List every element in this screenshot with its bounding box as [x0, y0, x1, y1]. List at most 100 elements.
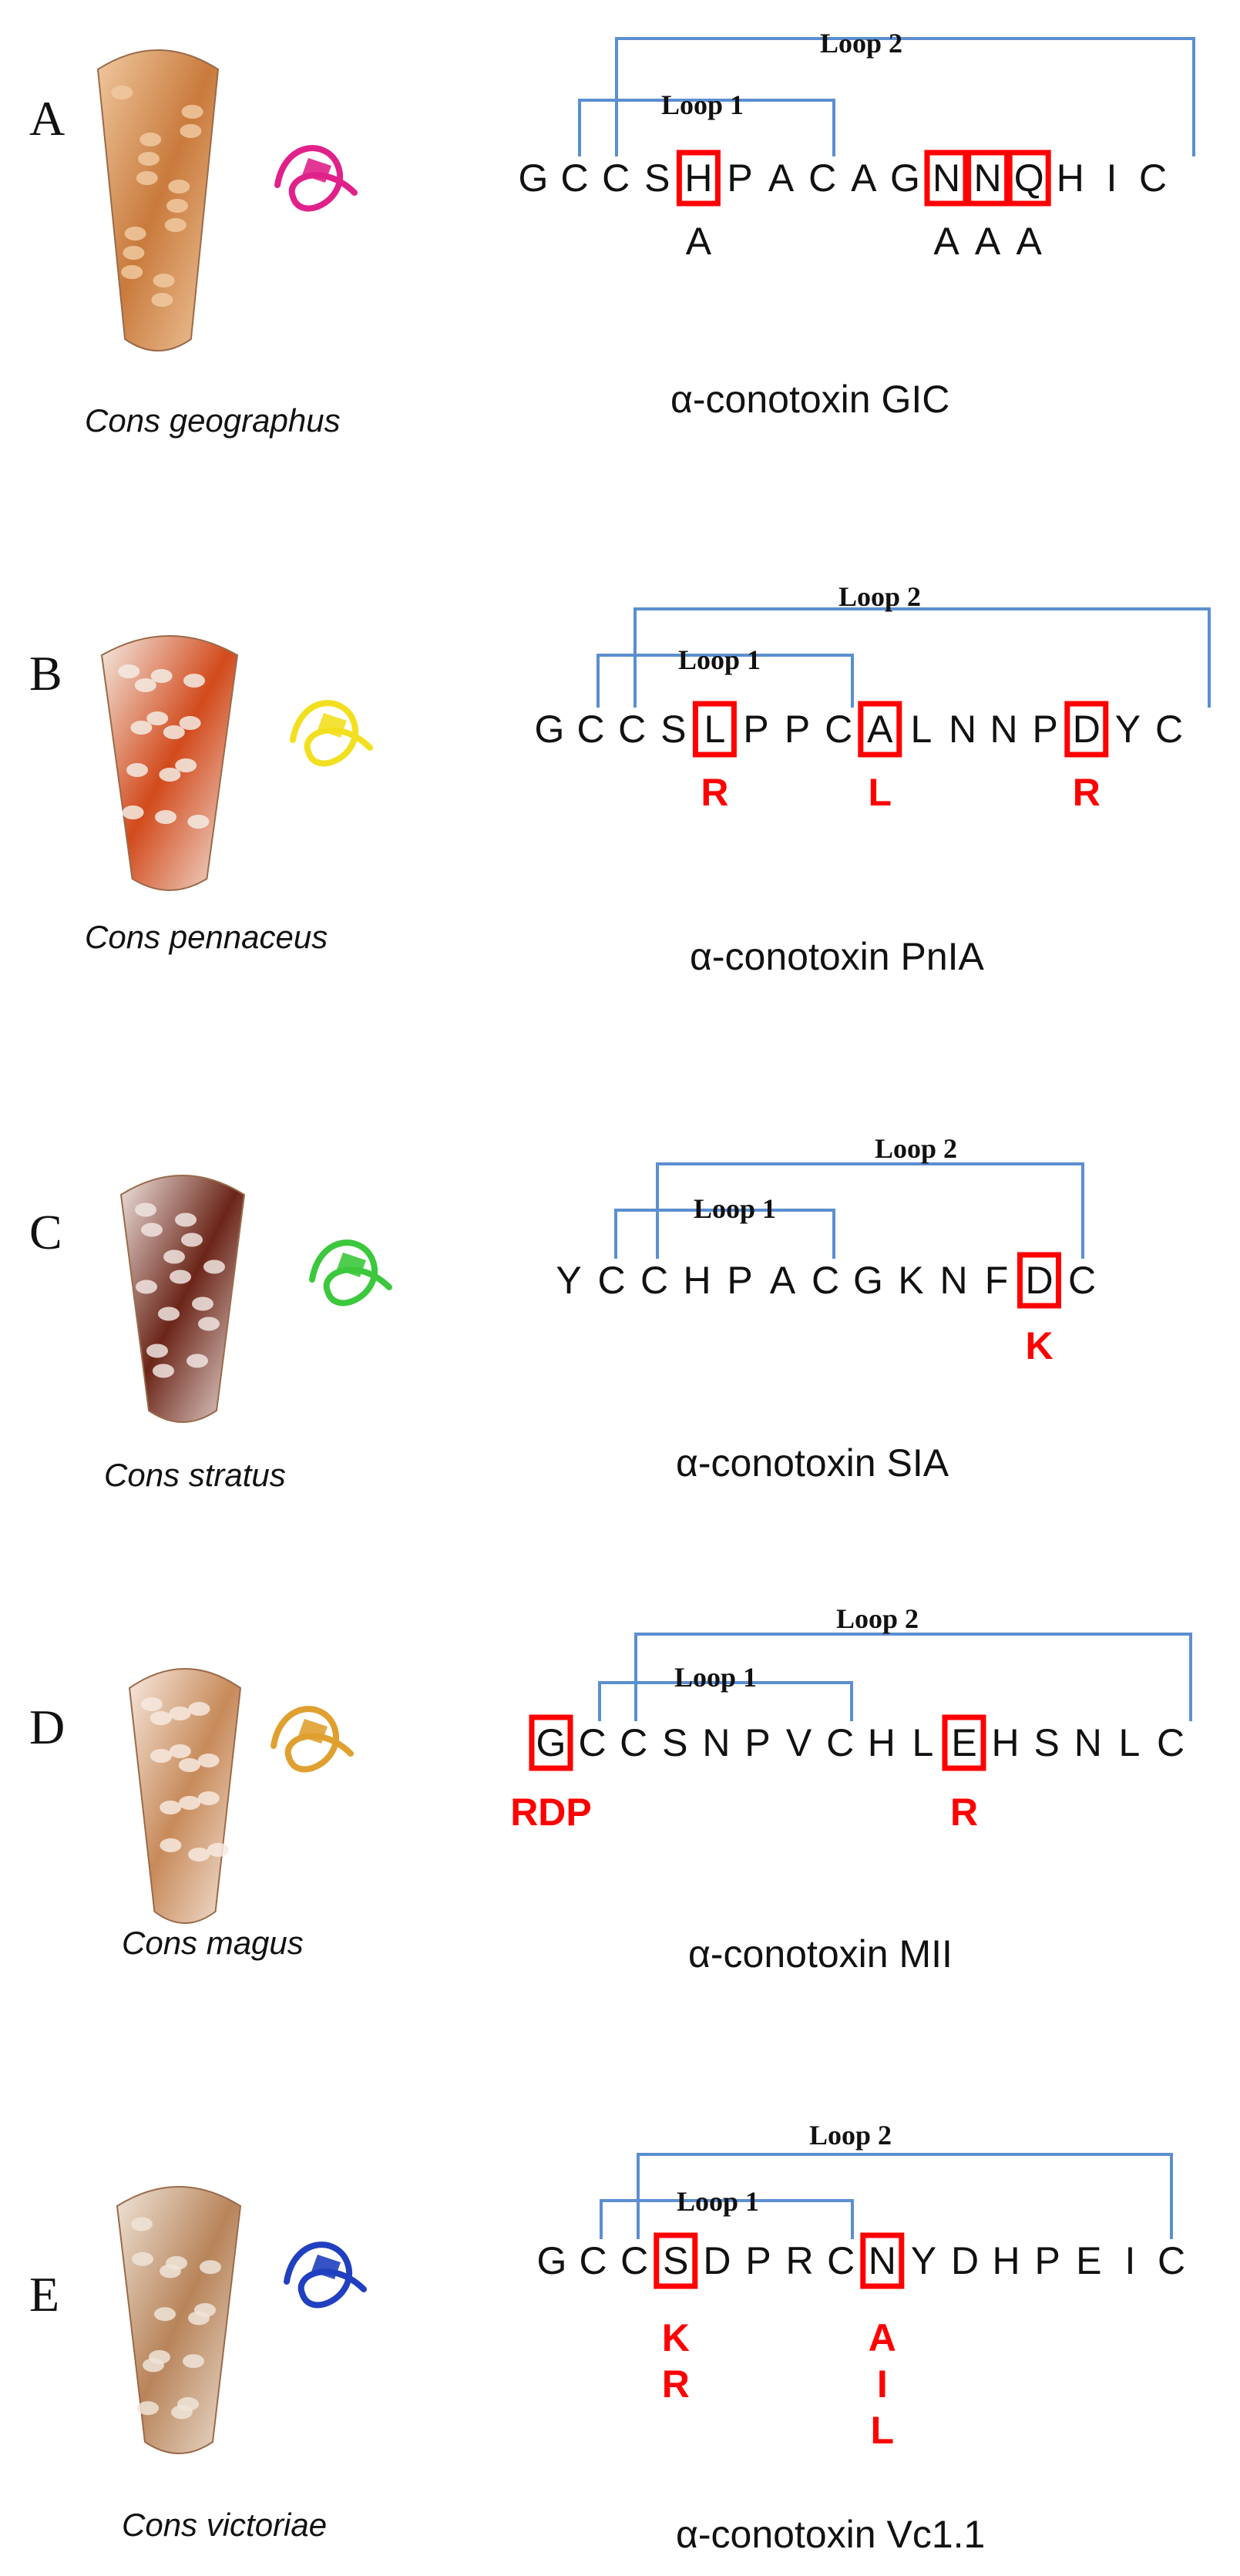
sequence-residue: S: [1034, 1721, 1060, 1764]
sequence-residue: C: [597, 1259, 625, 1302]
sequence-residue: C: [1139, 156, 1167, 200]
loop1-label: Loop 1: [678, 644, 761, 675]
loop1-label: Loop 1: [674, 1662, 757, 1693]
sequence-residue: G: [535, 708, 565, 751]
sequence-residue: C: [825, 708, 852, 751]
sequence-residue: C: [577, 708, 605, 751]
mutation-label: A: [686, 220, 712, 263]
sequence-residue: P: [1035, 2239, 1060, 2282]
highlight-box: [858, 701, 902, 758]
species-name: Cons pennaceus: [85, 919, 328, 955]
sequence-residue: I: [1106, 156, 1117, 200]
sequence-residue: C: [618, 708, 646, 751]
sequence-residue: C: [1157, 1721, 1185, 1764]
sequence-residue: E: [1076, 2239, 1101, 2282]
sequence-residue: C: [579, 1721, 607, 1764]
sequence-residue: A: [768, 156, 795, 200]
highlight-box: [1006, 150, 1051, 207]
sequence-residue: P: [727, 156, 752, 200]
highlight-box: [966, 150, 1010, 207]
sequence-residue: R: [786, 2239, 814, 2282]
peptide-structure-image: [274, 145, 358, 212]
sequence-residue: N: [974, 156, 1002, 200]
loop2-bracket: [637, 2153, 1173, 2239]
sequence-residue: H: [683, 1259, 711, 1302]
sequence-residue: N: [1074, 1721, 1102, 1764]
highlight-box: [860, 2232, 905, 2289]
species-name: Cons victoriae: [122, 2507, 327, 2543]
sequence-residue: D: [1025, 1259, 1053, 1302]
sequence-residue: D: [1073, 708, 1101, 751]
sequence-residue: S: [644, 156, 670, 200]
sequence-residue: N: [949, 708, 976, 751]
sequence-residue: C: [620, 1721, 647, 1764]
loop2-bracket: [615, 37, 1195, 156]
species-name: Cons magus: [122, 1925, 304, 1961]
sequence-residue: N: [990, 708, 1018, 751]
toxin-name: α-conotoxin Vc1.1: [676, 2513, 985, 2556]
highlight-box: [942, 1714, 986, 1771]
highlight-box: [1064, 701, 1109, 758]
highlight-box: [676, 150, 721, 207]
loop2-label: Loop 2: [820, 28, 902, 59]
loop2-bracket: [634, 1633, 1192, 1721]
cone-shell-image: [100, 635, 239, 891]
sequence-residue: V: [786, 1721, 812, 1764]
cone-shell-image: [119, 1175, 246, 1423]
highlight-box: [924, 150, 969, 207]
loop1-bracket: [596, 654, 854, 708]
loop2-label: Loop 2: [836, 1603, 919, 1634]
sequence-residue: L: [912, 1721, 933, 1764]
mutation-label: K: [662, 2316, 690, 2359]
sequence-residue: P: [727, 1259, 752, 1302]
cone-shell-image: [128, 1668, 242, 1924]
mutation-label: L: [871, 2409, 895, 2452]
sequence-residue: C: [640, 1259, 668, 1302]
loop1-label: Loop 1: [661, 89, 744, 120]
sequence-residue: L: [910, 708, 932, 751]
sequence-residue: P: [743, 708, 768, 751]
mutation-label: A: [1017, 220, 1043, 263]
mutation-label: R: [950, 1791, 978, 1834]
highlight-box: [692, 701, 737, 758]
sequence-residue: Y: [556, 1259, 581, 1302]
sequence-residue: P: [744, 1721, 770, 1764]
sequence-residue: H: [993, 2239, 1020, 2282]
cone-shell-image: [116, 2186, 242, 2454]
sequence-residue: C: [1068, 1259, 1096, 1302]
sequence-residue: C: [812, 1259, 839, 1302]
toxin-name: α-conotoxin PnIA: [690, 935, 985, 978]
peptide-structure-image: [284, 2241, 367, 2309]
sequence-residue: I: [1124, 2239, 1135, 2282]
sequence-residue: S: [660, 708, 686, 751]
sequence-residue: Y: [1115, 708, 1141, 751]
sequence-residue: S: [663, 2239, 688, 2282]
highlight-box: [654, 2232, 698, 2289]
sequence-residue: C: [620, 2239, 648, 2282]
mutation-label: R: [662, 2362, 690, 2406]
panel-letter: B: [29, 646, 62, 701]
sequence-residue: G: [519, 156, 549, 200]
sequence-residue: F: [985, 1259, 1009, 1302]
loop1-bracket: [578, 99, 835, 156]
mutation-label: R: [701, 771, 728, 814]
cone-shell-image: [96, 49, 220, 351]
sequence-residue: K: [898, 1259, 923, 1302]
highlight-box: [1017, 1252, 1061, 1309]
sequence-residue: L: [1118, 1721, 1140, 1764]
mutation-label: A: [975, 220, 1001, 263]
loop1-label: Loop 1: [677, 2186, 759, 2217]
peptide-structure-image: [309, 1239, 392, 1306]
sequence-residue: Y: [911, 2239, 936, 2282]
sequence-residue: A: [867, 708, 893, 751]
mutation-label: R: [1073, 771, 1101, 814]
sequence-residue: P: [785, 708, 810, 751]
sequence-residue: C: [827, 2239, 855, 2282]
sequence-residue: C: [580, 2239, 607, 2282]
sequence-residue: C: [1155, 708, 1183, 751]
sequence-residue: A: [851, 156, 877, 200]
